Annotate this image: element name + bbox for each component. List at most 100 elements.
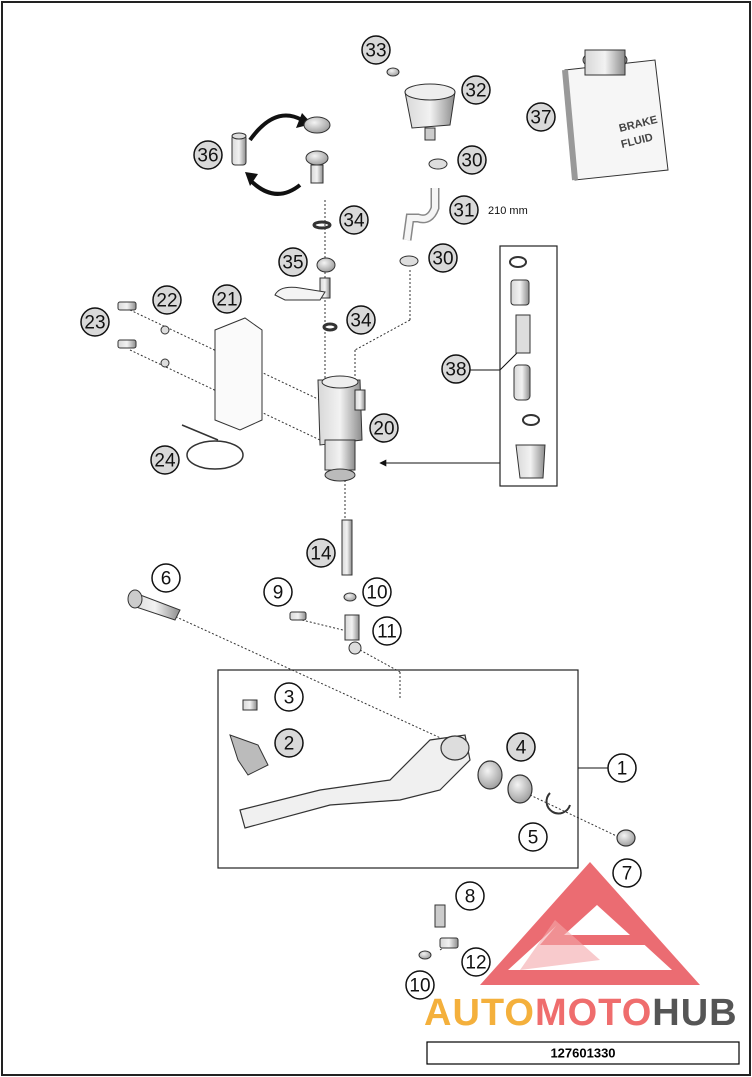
callout-number: 37 [530, 108, 551, 129]
callout-circle [449, 195, 479, 225]
callout-number: 22 [156, 291, 177, 312]
callout-number: 3 [284, 688, 295, 709]
callout-circle [151, 563, 181, 593]
callout-22: 22 [152, 285, 182, 315]
callout-circle [274, 682, 304, 712]
callout-circle [405, 970, 435, 1000]
callout-circle [518, 822, 548, 852]
footpeg-parts [229, 699, 269, 776]
callout-34a: 34 [339, 205, 369, 235]
callout-circle [506, 732, 536, 762]
callout-circle [461, 947, 491, 977]
callout-circle [457, 145, 487, 175]
callout-number: 34 [350, 311, 372, 332]
callout-circle [263, 577, 293, 607]
callout-37: 37 [526, 102, 556, 132]
callout-2: 2 [274, 728, 304, 758]
callout-number: 23 [84, 313, 105, 334]
repair-kit-box [499, 245, 558, 487]
callout-circle [193, 140, 223, 170]
reservoir [386, 67, 456, 141]
watermark-part2: MOTO [535, 992, 652, 1034]
callout-7: 7 [612, 858, 642, 888]
callout-number: 6 [161, 569, 172, 590]
callout-circle [346, 305, 376, 335]
callout-33: 33 [361, 35, 391, 65]
callout-number: 20 [373, 419, 394, 440]
hose-length-label: 210 mm [488, 205, 528, 217]
callout-number: 5 [528, 828, 539, 849]
callout-circle [278, 247, 308, 277]
callout-number: 38 [445, 360, 466, 381]
callout-number: 32 [465, 81, 486, 102]
callout-number: 8 [465, 887, 476, 908]
callout-6: 6 [151, 563, 181, 593]
callout-32: 32 [461, 75, 491, 105]
callout-number: 10 [409, 976, 430, 997]
callout-number: 1 [617, 759, 628, 780]
callout-circle [455, 881, 485, 911]
callout-21: 21 [212, 284, 242, 314]
callout-number: 14 [310, 544, 332, 565]
screws [117, 301, 170, 368]
callout-23: 23 [80, 307, 110, 337]
callout-4: 4 [506, 732, 536, 762]
callout-10a: 10 [362, 577, 392, 607]
callout-38: 38 [441, 354, 471, 384]
callout-24: 24 [150, 445, 180, 475]
callout-number: 21 [216, 290, 237, 311]
callout-circle [339, 205, 369, 235]
rotate-arrows-icon [248, 113, 303, 196]
lever-assembly-box [217, 669, 579, 869]
callout-circle [428, 243, 458, 273]
callout-circle [150, 445, 180, 475]
callout-12: 12 [461, 947, 491, 977]
watermark-part3: HUB [652, 992, 737, 1034]
repair-kit-parts [509, 256, 546, 479]
callout-circle [152, 285, 182, 315]
callout-number: 35 [282, 253, 303, 274]
callout-34b: 34 [346, 305, 376, 335]
brake-pedal [239, 734, 636, 847]
master-cylinder [317, 375, 366, 482]
plug-part [231, 132, 247, 166]
callout-number: 33 [365, 41, 386, 62]
callout-circle [361, 35, 391, 65]
callout-number: 12 [465, 953, 486, 974]
reservoir-fitting [274, 116, 338, 332]
watermark-part1: AUTO [424, 992, 535, 1034]
callout-number: 34 [343, 211, 365, 232]
callout-lines [379, 349, 608, 769]
callout-circle [607, 753, 637, 783]
callout-circle [612, 858, 642, 888]
callout-circle [80, 307, 110, 337]
callout-35: 35 [278, 247, 308, 277]
watermark-text: AUTOMOTOHUB [424, 992, 738, 1034]
callout-number: 24 [154, 451, 176, 472]
callout-circle [526, 102, 556, 132]
callout-circle [461, 75, 491, 105]
callout-circle [212, 284, 242, 314]
callout-14: 14 [306, 538, 336, 568]
callout-20: 20 [369, 413, 399, 443]
push-rod [341, 519, 353, 576]
callout-30b: 30 [428, 243, 458, 273]
callout-circle [306, 538, 336, 568]
callout-number: 36 [197, 146, 218, 167]
drawing-number: 127601330 [550, 1046, 615, 1061]
callout-circle [362, 577, 392, 607]
callout-5: 5 [518, 822, 548, 852]
callout-11: 11 [372, 616, 402, 646]
brake-fluid-bottle [562, 49, 669, 181]
callout-number: 4 [516, 738, 527, 759]
callout-number: 9 [273, 583, 284, 604]
callout-36: 36 [193, 140, 223, 170]
callout-number: 10 [366, 583, 387, 604]
leader-lines [129, 200, 626, 951]
callout-8: 8 [455, 881, 485, 911]
drawing-number-box [426, 1041, 740, 1065]
clevis-parts [289, 592, 362, 655]
